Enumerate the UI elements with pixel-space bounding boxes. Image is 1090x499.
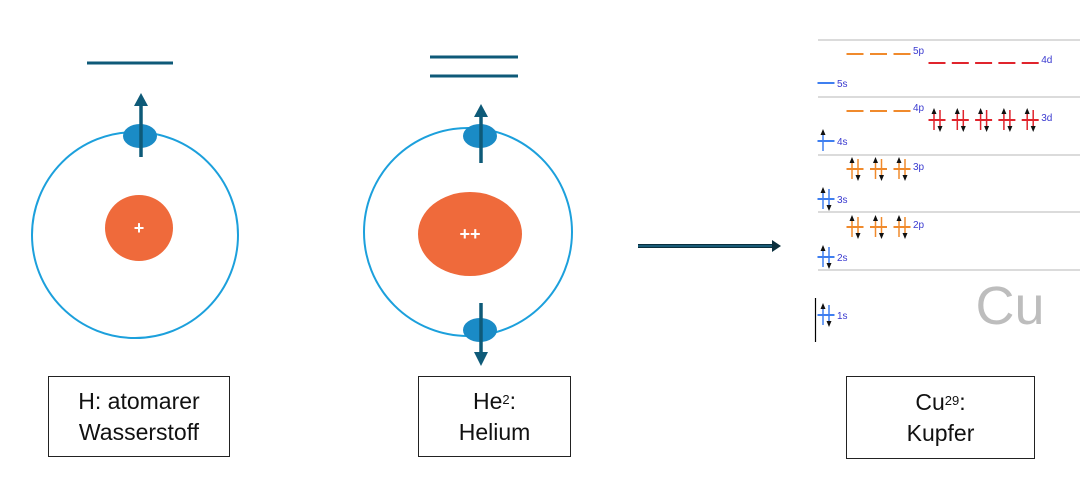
- spin-up-arrowhead: [931, 108, 937, 114]
- spin-up-arrowhead: [1001, 108, 1007, 114]
- spin-down-arrowhead: [902, 175, 908, 181]
- spin-down-arrowhead: [855, 233, 861, 239]
- spin-up-arrowhead: [820, 129, 826, 135]
- orbital-label: 4s: [837, 137, 848, 148]
- spin-down-arrowhead: [855, 175, 861, 181]
- nucleus: [105, 195, 173, 261]
- caption-line: He2:: [472, 387, 517, 414]
- spin-up-arrowhead: [820, 187, 826, 193]
- hydrogen-atom: +: [31, 61, 239, 339]
- spin-arrowhead: [474, 104, 488, 117]
- orbital-3p: 3p: [846, 157, 925, 181]
- helium-atom: ++: [363, 55, 573, 366]
- spin-down-arrowhead: [902, 233, 908, 239]
- orbital-label: 4d: [1041, 55, 1052, 66]
- spin-down-arrowhead: [826, 321, 832, 327]
- copper-orbital-diagram: Cu 5s 5p 4d 4p 3d 4s 3p 3s 2p 2s 1s: [814, 39, 1080, 342]
- caption-line: Wasserstoff: [78, 418, 200, 445]
- orbital-1s: 1s: [817, 303, 848, 327]
- orbital-4p: 4p: [846, 103, 925, 114]
- orbital-label: 3d: [1041, 113, 1052, 124]
- nucleus-charge: ++: [459, 224, 480, 244]
- orbital-label: 3p: [913, 162, 925, 173]
- element-symbol: Cu: [975, 276, 1044, 336]
- orbital-label: 4p: [913, 103, 925, 114]
- spin-up-arrowhead: [873, 215, 878, 221]
- caption-line: Kupfer: [906, 419, 975, 446]
- spin-up-arrowhead: [873, 157, 878, 163]
- spin-down-arrowhead: [1007, 126, 1013, 132]
- orbital-label: 5s: [837, 79, 848, 90]
- orbital-5p: 5p: [846, 46, 925, 57]
- orbital-2p: 2p: [846, 215, 925, 239]
- nucleus-charge: +: [134, 218, 145, 238]
- spin-down-arrowhead: [960, 126, 966, 132]
- orbital-2s: 2s: [817, 245, 848, 269]
- orbital-label: 1s: [837, 311, 848, 322]
- orbital-5s: 5s: [817, 79, 848, 90]
- hydrogen-caption: H: atomarer Wasserstoff: [48, 376, 230, 457]
- spin-up-arrowhead: [978, 108, 984, 114]
- spin-up-arrowhead: [820, 245, 826, 251]
- caption-line: Helium: [458, 418, 531, 445]
- spin-arrowhead: [474, 352, 488, 366]
- caption-line: H: atomarer: [78, 387, 200, 414]
- orbital-label: 2p: [913, 220, 925, 231]
- orbital-3s: 3s: [817, 187, 848, 211]
- spin-up-arrowhead: [896, 215, 902, 221]
- spin-down-arrowhead: [879, 233, 884, 239]
- spin-down-arrowhead: [1030, 126, 1036, 132]
- spin-down-arrowhead: [879, 175, 884, 181]
- caption-line: Cu29:: [915, 388, 966, 415]
- orbital-label: 3s: [837, 195, 848, 206]
- orbital-3d: 3d: [928, 108, 1052, 132]
- orbital-label: 5p: [913, 46, 925, 57]
- transition-arrow: [638, 240, 781, 252]
- spin-down-arrowhead: [826, 263, 832, 269]
- spin-arrowhead: [134, 93, 148, 106]
- spin-up-arrowhead: [820, 303, 826, 309]
- spin-up-arrowhead: [849, 157, 855, 163]
- orbital-label: 2s: [837, 253, 848, 264]
- helium-caption: He2: Helium: [418, 376, 571, 457]
- spin-down-arrowhead: [984, 126, 990, 132]
- spin-up-arrowhead: [896, 157, 902, 163]
- spin-up-arrowhead: [954, 108, 960, 114]
- copper-caption: Cu29: Kupfer: [846, 376, 1035, 459]
- orbital-4d: 4d: [928, 55, 1052, 66]
- orbital-4s: 4s: [817, 129, 848, 151]
- spin-down-arrowhead: [826, 205, 832, 211]
- spin-down-arrowhead: [937, 126, 943, 132]
- nucleus: [418, 192, 522, 276]
- spin-up-arrowhead: [849, 215, 855, 221]
- spin-up-arrowhead: [1024, 108, 1030, 114]
